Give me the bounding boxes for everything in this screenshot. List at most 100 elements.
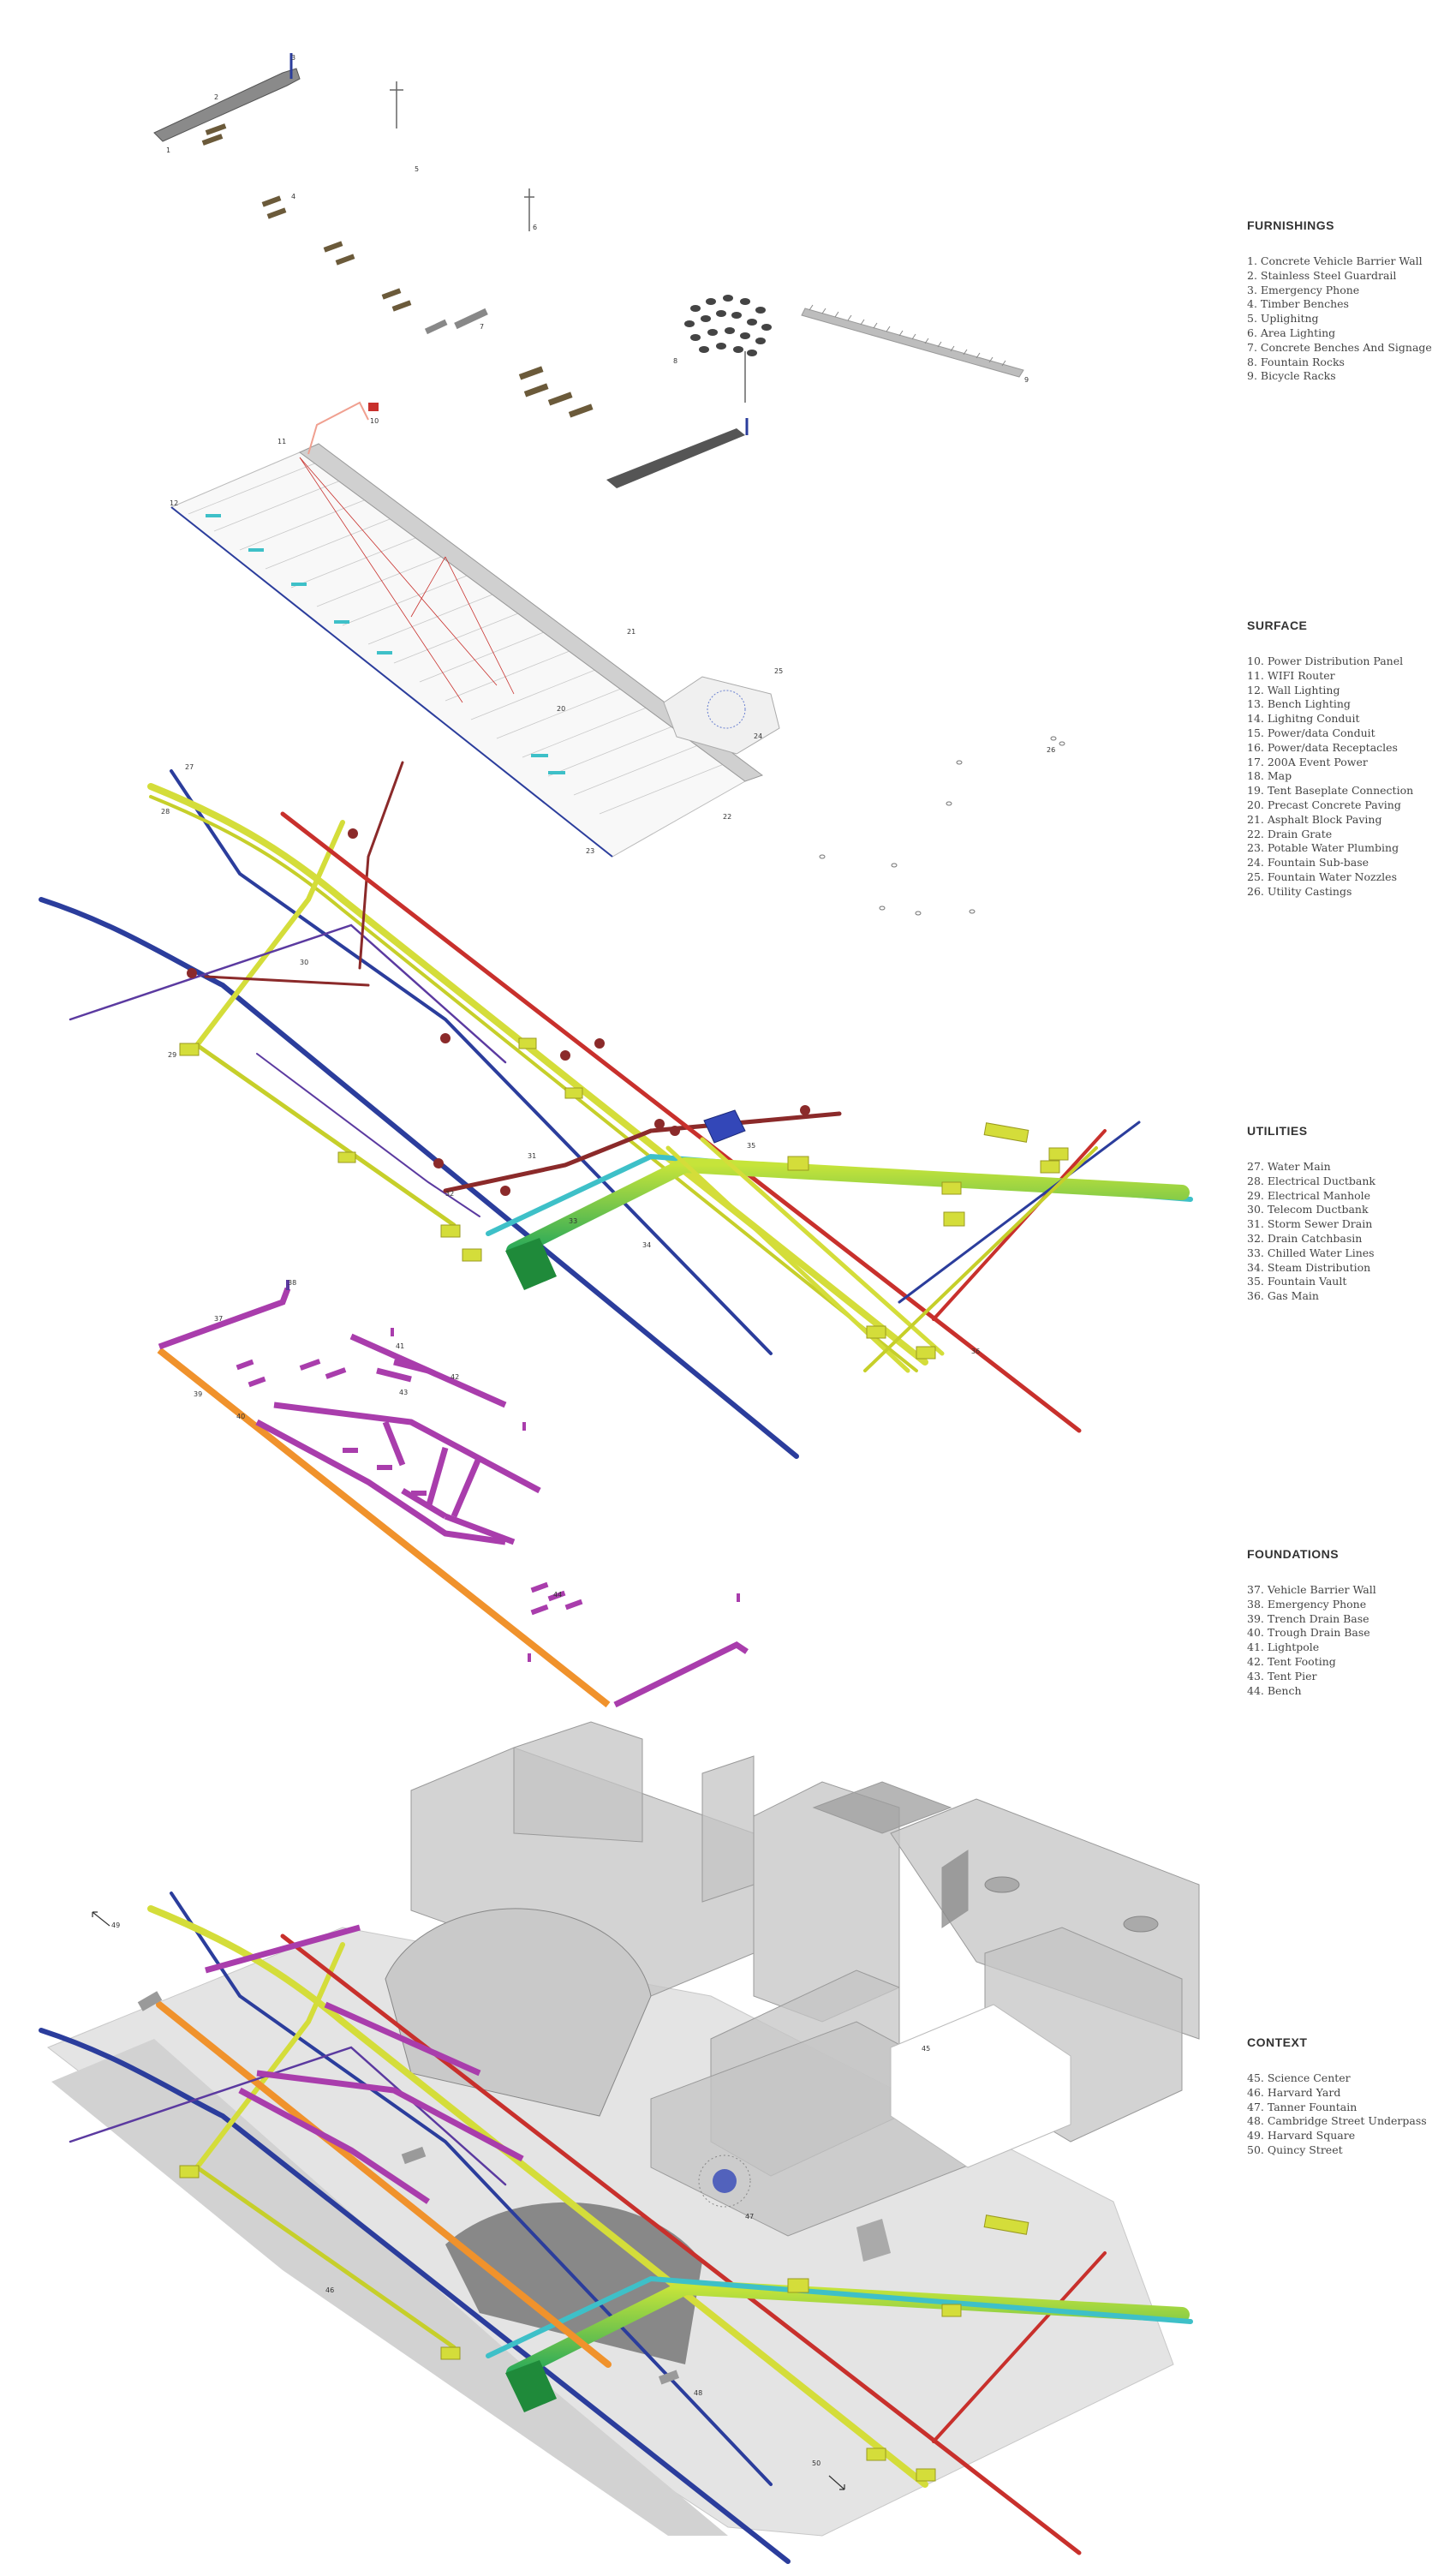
legend-item: 20. Precast Concrete Paving — [1247, 798, 1401, 811]
rooftop-tank-2 — [1123, 1916, 1159, 1933]
callout-2: 2 — [214, 93, 218, 101]
concrete-barrier-wall — [153, 68, 301, 142]
composite-utilities — [39, 1892, 1193, 2564]
legend-item: 3. Emergency Phone — [1247, 283, 1360, 296]
legend-item: 30. Telecom Ductbank — [1247, 1203, 1369, 1216]
callout-22: 22 — [723, 813, 731, 821]
legend-item: 16. Power/data Receptacles — [1247, 740, 1398, 754]
legend-list-furnishings: 1. Concrete Vehicle Barrier Wall 2. Stai… — [1247, 254, 1444, 384]
callout-8: 8 — [673, 357, 677, 365]
callout-24: 24 — [754, 732, 762, 740]
storm-sewer-drain-2 — [204, 761, 404, 987]
legend-list-context: 45. Science Center 46. Harvard Yard 47. … — [1247, 2071, 1444, 2158]
callout-10: 10 — [370, 417, 379, 425]
legend-foundations: FOUNDATIONS 37. Vehicle Barrier Wall 38.… — [1247, 1547, 1444, 1698]
legend-item: 38. Emergency Phone — [1247, 1597, 1367, 1611]
callout-5: 5 — [415, 165, 419, 173]
legend-item: 6. Area Lighting — [1247, 326, 1336, 339]
callout-23: 23 — [586, 847, 594, 855]
legend-item: 14. Lighitng Conduit — [1247, 712, 1360, 726]
legend-item: 19. Tent Baseplate Connection — [1247, 784, 1414, 798]
legend-surface: SURFACE 10. Power Distribution Panel 11.… — [1247, 619, 1444, 900]
legend-heading-surface: SURFACE — [1247, 619, 1308, 632]
callout-39: 39 — [194, 1390, 202, 1398]
callout-30: 30 — [300, 959, 308, 966]
telecom-ductbank-2 — [256, 1053, 480, 1217]
legend-list-surface: 10. Power Distribution Panel 11. WIFI Ro… — [1247, 654, 1444, 900]
harvard-yard-ground — [51, 2039, 728, 2536]
callout-35: 35 — [747, 1142, 755, 1150]
legend-item: 17. 200A Event Power — [1247, 755, 1368, 768]
east-branch — [863, 1146, 1098, 1372]
gas-main-branch — [932, 1129, 1107, 1321]
lighting-conduit — [307, 401, 369, 455]
legend-item: 45. Science Center — [1247, 2071, 1351, 2084]
legend-item: 49. Harvard Square — [1247, 2129, 1356, 2143]
callout-41: 41 — [396, 1342, 404, 1350]
fountain-sub-base — [663, 676, 780, 755]
electrical-ductbank-2 — [149, 795, 918, 1372]
legend-item: 50. Quincy Street — [1247, 2143, 1343, 2156]
electrical-ductbank — [147, 783, 928, 1366]
quincy-street-arrow — [828, 2475, 845, 2490]
callout-12: 12 — [170, 499, 178, 507]
legend-item: 39. Trench Drain Base — [1247, 1611, 1369, 1625]
asphalt-block-paving — [299, 443, 764, 782]
legend-item: 37. Vehicle Barrier Wall — [1247, 1583, 1376, 1596]
wall-lighting-edge — [170, 506, 613, 858]
power-data-conduits — [299, 457, 515, 703]
legend-list-foundations: 37. Vehicle Barrier Wall 38. Emergency P… — [1247, 1583, 1444, 1698]
legend-item: 31. Storm Sewer Drain — [1247, 1217, 1373, 1231]
legend-item: 7. Concrete Benches And Signage — [1247, 340, 1432, 354]
telecom-ductbank — [69, 923, 507, 1064]
trench-drain-base — [157, 1347, 611, 1708]
callout-20: 20 — [557, 705, 565, 713]
legend-item: 21. Asphalt Block Paving — [1247, 812, 1382, 826]
legend-item: 36. Gas Main — [1247, 1289, 1319, 1303]
callout-46: 46 — [325, 2286, 334, 2294]
legend-item: 46. Harvard Yard — [1247, 2085, 1341, 2099]
callout-3: 3 — [291, 54, 295, 62]
callout-50: 50 — [812, 2459, 820, 2467]
callout-33: 33 — [569, 1217, 577, 1225]
callout-49: 49 — [111, 1922, 120, 1929]
callout-40: 40 — [236, 1413, 245, 1420]
vehicle-barrier-wall — [158, 1287, 291, 1350]
legend-item: 9. Bicycle Racks — [1247, 369, 1336, 383]
legend-item: 15. Power/data Conduit — [1247, 726, 1375, 739]
power-distribution-panel — [368, 403, 379, 411]
legend-item: 43. Tent Pier — [1247, 1669, 1317, 1682]
legend-item: 42. Tent Footing — [1247, 1654, 1336, 1668]
legend-item: 5. Uplighitng — [1247, 312, 1319, 326]
legend-context: CONTEXT 45. Science Center 46. Harvard Y… — [1247, 2035, 1444, 2158]
legend-item: 33. Chilled Water Lines — [1247, 1246, 1375, 1259]
legend-item: 47. Tanner Fountain — [1247, 2100, 1358, 2113]
legend-item: 41. Lightpole — [1247, 1641, 1320, 1654]
gas-main — [280, 811, 1082, 1433]
composite-green-chamber — [505, 2360, 557, 2412]
legend-item: 26. Utility Castings — [1247, 884, 1352, 898]
tent-footings — [255, 1333, 541, 1545]
north-branch — [898, 1121, 1141, 1304]
legend-item: 11. WIFI Router — [1247, 668, 1335, 682]
legend-item: 34. Steam Distribution — [1247, 1260, 1371, 1274]
legend-item: 18. Map — [1247, 769, 1292, 783]
legend-item: 35. Fountain Vault — [1247, 1275, 1347, 1288]
callout-29: 29 — [168, 1051, 176, 1059]
callout-27: 27 — [185, 763, 194, 771]
callout-11: 11 — [277, 438, 286, 445]
legend-item: 8. Fountain Rocks — [1247, 355, 1345, 368]
vehicles — [137, 1991, 680, 2385]
green-chamber — [505, 1238, 557, 1290]
composite-manholes — [179, 2165, 1029, 2482]
surface-layer: 10 11 12 20 21 22 23 24 25 26 — [170, 401, 1065, 916]
utility-castings — [819, 736, 1065, 916]
callout-32: 32 — [445, 1190, 454, 1198]
electrical-branch — [194, 820, 345, 1048]
callout-9: 9 — [1024, 376, 1029, 384]
legend-item: 2. Stainless Steel Guardrail — [1247, 268, 1397, 282]
legend-item: 24. Fountain Sub-base — [1247, 856, 1369, 870]
composite-foundations — [205, 1924, 524, 2204]
timber-benches — [201, 123, 594, 418]
